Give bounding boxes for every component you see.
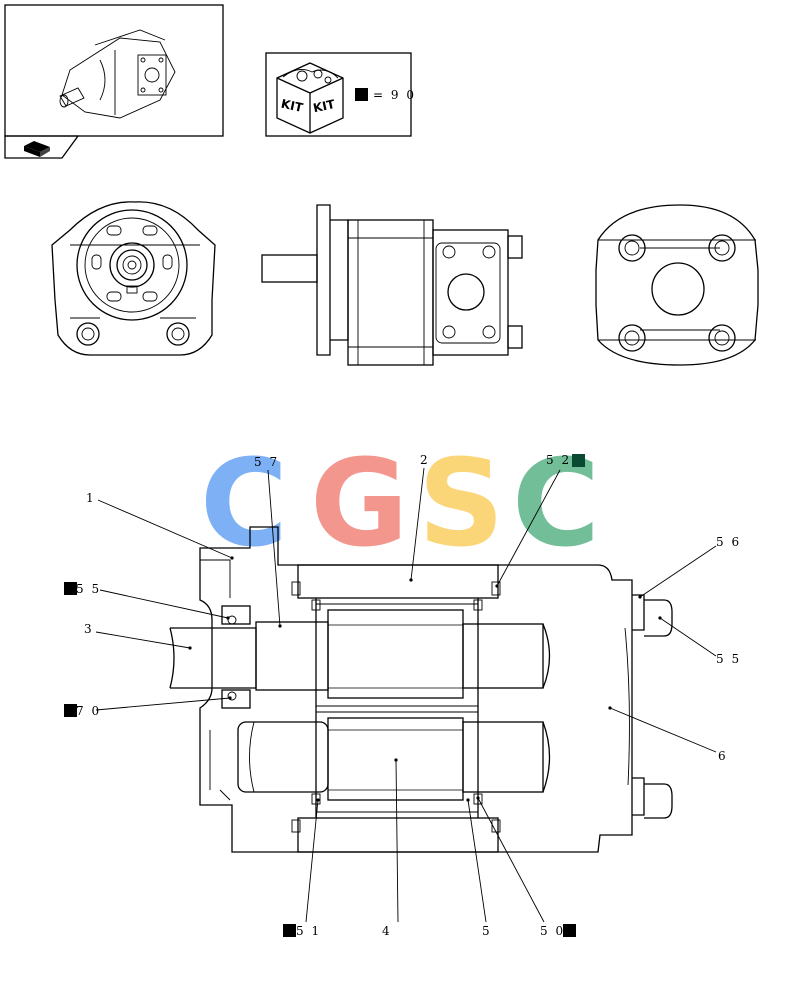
callout-55-right[interactable]: 5 5	[716, 652, 741, 666]
callout-50[interactable]: 5 0	[540, 924, 565, 938]
callout-51-marker	[283, 924, 296, 937]
kit-marker-square	[355, 88, 368, 101]
callout-labels: 1 5 7 2 5 2 5 5 3 7 0 5 6 5 5 6 5 1 4 5 …	[64, 453, 741, 938]
leader-dots	[188, 556, 662, 802]
kit-label-2: KIT	[312, 97, 337, 115]
watermark-letter-s: S	[418, 435, 504, 574]
callout-6[interactable]: 6	[718, 749, 728, 763]
pump-thumbnail-icon	[59, 29, 176, 119]
callout-1[interactable]: 1	[86, 491, 96, 505]
callout-57[interactable]: 5 7	[254, 455, 279, 469]
callout-51[interactable]: 5 1	[296, 924, 321, 938]
kit-package-icon: KIT KIT	[276, 62, 344, 134]
kit-label-1: KIT	[280, 97, 305, 115]
pump-front-view	[51, 201, 216, 356]
watermark-letter-c2: C	[512, 435, 600, 574]
callout-52-marker	[572, 454, 585, 467]
callout-50-marker	[563, 924, 576, 937]
kit-quantity-equation: = 9 0	[373, 88, 416, 102]
callout-4[interactable]: 4	[382, 924, 392, 938]
callout-52[interactable]: 5 2	[546, 453, 571, 467]
pump-side-view	[261, 204, 523, 366]
callout-5[interactable]: 5	[482, 924, 492, 938]
book-icon	[24, 141, 50, 157]
leader-lines	[95, 467, 717, 923]
thumbnail-panel[interactable]	[4, 4, 224, 159]
kit-box[interactable]: KIT KIT = 9 0	[265, 52, 416, 137]
watermark-letter-g: G	[310, 435, 409, 574]
callout-70-marker	[64, 704, 77, 717]
callout-55-left[interactable]: 5 5	[76, 582, 101, 596]
callout-55-left-marker	[64, 582, 77, 595]
pump-cross-section	[169, 526, 673, 853]
pump-rear-view	[595, 204, 759, 366]
callout-70[interactable]: 7 0	[76, 704, 101, 718]
callout-56[interactable]: 5 6	[716, 535, 741, 549]
callout-3[interactable]: 3	[84, 622, 94, 636]
callout-2[interactable]: 2	[420, 453, 430, 467]
